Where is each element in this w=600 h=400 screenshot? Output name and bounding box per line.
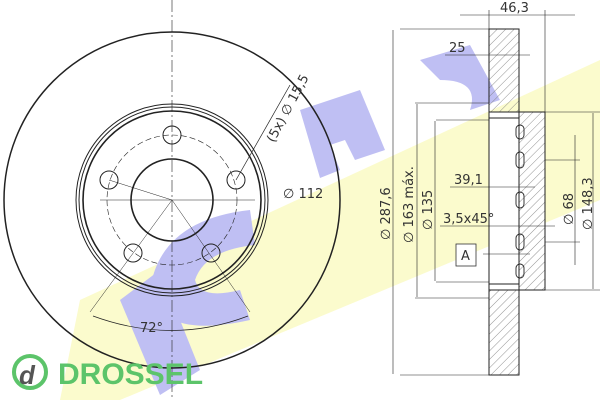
max-diameter-label: ∅ 163 máx. [402, 166, 417, 243]
chamfer-label: 3,5x45° [443, 212, 494, 227]
bolt-holes [99, 125, 246, 263]
drossel-logo: d DROSSEL [12, 354, 203, 391]
center-bore-label: ∅ 68 [562, 193, 577, 225]
pcd-label: ∅ 112 [283, 187, 323, 202]
outer-diameter-label: ∅ 287,6 [379, 187, 394, 240]
diameter-135-label: ∅ 135 [421, 190, 436, 230]
offset-label: 39,1 [454, 173, 483, 188]
icer-watermark [60, 45, 600, 400]
front-view [3, 0, 341, 400]
side-view [392, 10, 600, 376]
angle-label: 72° [140, 321, 163, 336]
logo-text: DROSSEL [58, 358, 203, 391]
svg-text:d: d [19, 360, 36, 390]
disc-thickness-label: 25 [449, 41, 466, 56]
hub-diameter-label: ∅ 148,3 [581, 177, 596, 230]
overall-thickness-label: 46,3 [500, 1, 529, 16]
datum-label: A [461, 249, 470, 264]
datum-box [455, 243, 477, 267]
